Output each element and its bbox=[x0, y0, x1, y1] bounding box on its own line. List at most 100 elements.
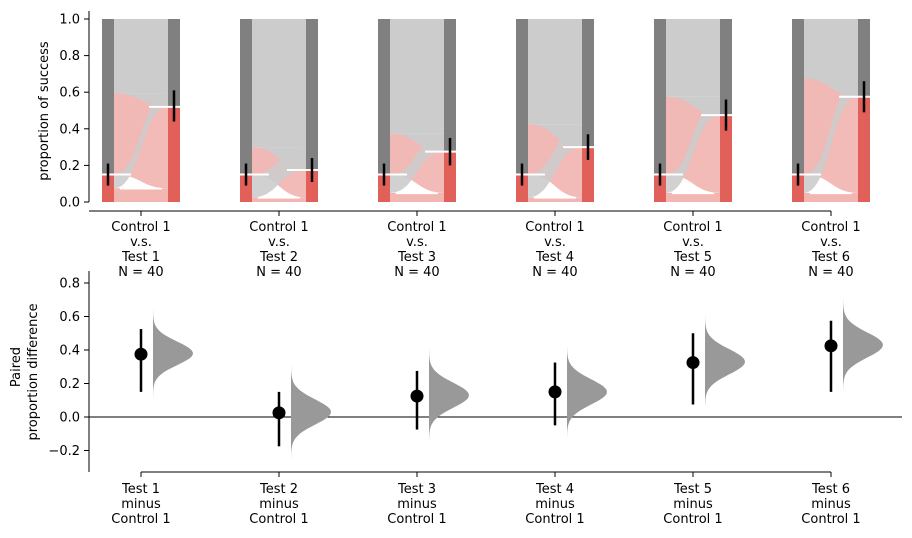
y-axis-title: proportion of success bbox=[37, 41, 52, 181]
flow-failure-stay bbox=[804, 19, 858, 79]
control-failure-bar bbox=[516, 19, 528, 175]
x-tick-label: Test 1 bbox=[121, 482, 160, 497]
x-tick-label: N = 40 bbox=[256, 265, 301, 280]
bootstrap-distribution bbox=[843, 283, 883, 409]
flow-success-stay bbox=[390, 192, 444, 202]
x-tick-label: Test 3 bbox=[397, 250, 436, 265]
y-tick-label: 0.0 bbox=[59, 196, 80, 211]
x-tick-label: v.s. bbox=[820, 235, 842, 250]
test-success-bar bbox=[444, 151, 456, 202]
y-tick-label: 0.6 bbox=[59, 310, 80, 325]
x-tick-label: Control 1 bbox=[111, 220, 170, 235]
x-tick-label: N = 40 bbox=[670, 265, 715, 280]
x-tick-label: Control 1 bbox=[111, 512, 170, 527]
x-tick-label: minus bbox=[397, 497, 437, 512]
test-failure-bar bbox=[858, 19, 870, 97]
flow-success-to-failure-band bbox=[390, 133, 444, 193]
x-tick-label: minus bbox=[673, 497, 713, 512]
x-tick-label: minus bbox=[121, 497, 161, 512]
x-tick-label: v.s. bbox=[682, 235, 704, 250]
effect-size-point bbox=[824, 339, 838, 353]
x-tick-label: Test 6 bbox=[811, 482, 850, 497]
effect-size-point bbox=[410, 389, 424, 403]
x-tick-label: Test 5 bbox=[673, 482, 712, 497]
control-failure-bar bbox=[654, 19, 666, 175]
flow-failure-stay bbox=[252, 19, 306, 148]
x-tick-label: minus bbox=[811, 497, 851, 512]
x-tick-label: Control 1 bbox=[801, 220, 860, 235]
x-tick-label: v.s. bbox=[130, 235, 152, 250]
flow-success-to-failure-band bbox=[252, 147, 306, 198]
x-tick-label: Test 2 bbox=[259, 250, 298, 265]
x-tick-label: Control 1 bbox=[663, 220, 722, 235]
y-tick-label: −0.2 bbox=[48, 444, 80, 459]
y-tick-label: 0.8 bbox=[59, 49, 80, 64]
y-tick-label: 0.8 bbox=[59, 277, 80, 292]
x-tick-label: Test 1 bbox=[121, 250, 160, 265]
x-tick-label: v.s. bbox=[268, 235, 290, 250]
x-tick-label: v.s. bbox=[544, 235, 566, 250]
test-failure-bar bbox=[168, 19, 180, 107]
test-failure-bar bbox=[444, 19, 456, 152]
bootstrap-distribution bbox=[153, 294, 193, 414]
bootstrap-distribution bbox=[567, 336, 607, 448]
control-success-bar bbox=[378, 174, 390, 202]
x-tick-label: Control 1 bbox=[387, 220, 446, 235]
flow-failure-stay bbox=[528, 19, 582, 125]
x-tick-label: Test 5 bbox=[673, 250, 712, 265]
x-tick-label: Test 2 bbox=[259, 482, 298, 497]
x-tick-label: Test 4 bbox=[535, 250, 574, 265]
control-success-bar bbox=[654, 174, 666, 202]
x-tick-label: Test 6 bbox=[811, 250, 850, 265]
test-success-bar bbox=[582, 147, 594, 202]
y-axis-title-line2: proportion difference bbox=[26, 303, 41, 440]
bootstrap-distribution bbox=[291, 363, 331, 459]
control-success-bar bbox=[102, 174, 114, 202]
flow-success-to-failure-band bbox=[804, 78, 858, 193]
control-success-bar bbox=[792, 174, 804, 202]
flow-success-stay bbox=[804, 192, 858, 202]
flow-success-to-failure-band bbox=[114, 93, 168, 189]
x-tick-label: v.s. bbox=[406, 235, 428, 250]
test-success-bar bbox=[720, 115, 732, 202]
y-axis-title-line1: Paired bbox=[9, 347, 24, 387]
control-success-bar bbox=[240, 174, 252, 202]
x-tick-label: minus bbox=[259, 497, 299, 512]
bootstrap-distribution bbox=[429, 344, 469, 446]
effect-size-point bbox=[134, 347, 148, 361]
flow-success-to-failure-band bbox=[528, 124, 582, 198]
test-success-bar bbox=[168, 106, 180, 202]
test-failure-bar bbox=[582, 19, 594, 148]
x-tick-label: Control 1 bbox=[387, 512, 446, 527]
test-success-bar bbox=[306, 169, 318, 202]
x-tick-label: Control 1 bbox=[525, 220, 584, 235]
control-failure-bar bbox=[102, 19, 114, 175]
test-success-bar bbox=[858, 96, 870, 202]
x-tick-label: Control 1 bbox=[663, 512, 722, 527]
x-tick-label: N = 40 bbox=[532, 265, 577, 280]
y-tick-label: 0.4 bbox=[59, 122, 80, 137]
flow-failure-stay bbox=[390, 19, 444, 134]
control-failure-bar bbox=[240, 19, 252, 175]
effect-size-point bbox=[272, 406, 286, 420]
y-tick-label: 0.2 bbox=[59, 377, 80, 392]
x-tick-label: Control 1 bbox=[249, 220, 308, 235]
y-tick-label: 1.0 bbox=[59, 13, 80, 28]
y-tick-label: 0.2 bbox=[59, 159, 80, 174]
x-tick-label: Control 1 bbox=[801, 512, 860, 527]
x-tick-label: N = 40 bbox=[118, 265, 163, 280]
test-failure-bar bbox=[720, 19, 732, 116]
flow-success-to-failure-band bbox=[666, 96, 720, 193]
flow-failure-stay bbox=[114, 19, 168, 94]
x-tick-label: Test 4 bbox=[535, 482, 574, 497]
y-tick-label: 0.0 bbox=[59, 411, 80, 426]
bootstrap-distribution bbox=[705, 306, 745, 431]
x-tick-label: Test 3 bbox=[397, 482, 436, 497]
y-tick-label: 0.4 bbox=[59, 344, 80, 359]
control-failure-bar bbox=[792, 19, 804, 175]
flow-failure-stay bbox=[666, 19, 720, 97]
x-tick-label: N = 40 bbox=[808, 265, 853, 280]
flow-success-stay bbox=[114, 188, 168, 202]
